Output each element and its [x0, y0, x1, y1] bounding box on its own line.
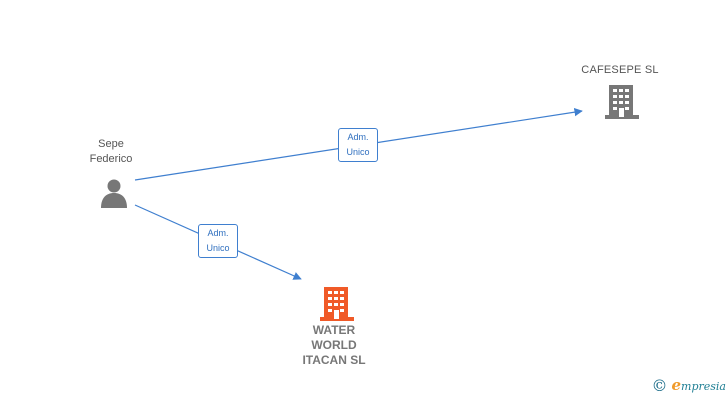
person-icon: [101, 179, 127, 208]
company-water-world-name-line-3: ITACAN SL: [302, 353, 366, 367]
company-cafesepe-node[interactable]: [605, 83, 639, 119]
brand-watermark: © empresia: [651, 376, 726, 396]
company-water-world-node[interactable]: [320, 285, 354, 321]
company-water-world-name-line-1: WATER: [312, 323, 356, 337]
edge-label-role[interactable]: Adm. Unico: [338, 128, 378, 162]
brand-name-rest: mpresia: [681, 380, 726, 393]
copyright-icon: ©: [651, 376, 668, 395]
edge-label-role-line-1: Adm.: [207, 228, 229, 238]
company-water-world-name[interactable]: WATER WORLD ITACAN SL: [284, 323, 384, 368]
brand-logo: empresia: [671, 377, 726, 395]
edge-label-role-line-2: Unico: [346, 147, 370, 157]
person-name-line-2: Federico: [89, 153, 133, 165]
company-cafesepe-name[interactable]: CAFESEPE SL: [581, 64, 659, 76]
building-icon: [605, 85, 639, 119]
person-name-line-1: Sepe: [98, 138, 124, 150]
building-icon: [320, 287, 354, 321]
person-name[interactable]: Sepe Federico: [74, 137, 148, 167]
edge-label-role[interactable]: Adm. Unico: [198, 224, 238, 258]
person-node[interactable]: [98, 178, 130, 208]
company-water-world-name-line-2: WORLD: [311, 338, 357, 352]
edge-label-role-line-1: Adm.: [347, 132, 369, 142]
edge-label-role-line-2: Unico: [206, 243, 230, 253]
brand-initial: e: [671, 376, 682, 394]
